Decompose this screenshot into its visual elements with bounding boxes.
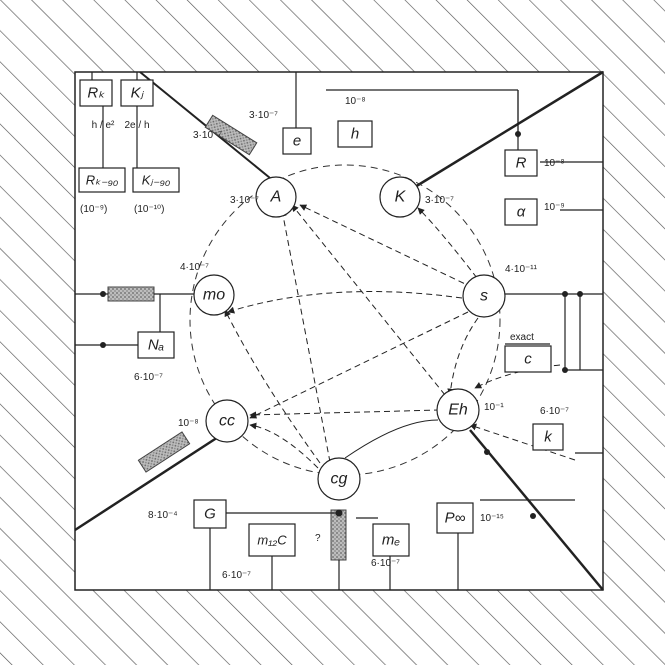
svg-text:R: R xyxy=(516,155,527,172)
arrow-s-cc xyxy=(249,311,469,419)
node-cg-uncertainty: ? xyxy=(315,533,321,544)
node-mo[interactable]: mo 4·10⁻⁷ xyxy=(180,262,235,316)
box-Pinf[interactable]: P∞ 10⁻¹⁵ xyxy=(436,502,504,534)
arrow-cg-mo xyxy=(224,309,321,464)
box-RK90-uncertainty: (10⁻⁹) xyxy=(80,204,107,215)
box-e[interactable]: e 3·10⁻⁷ xyxy=(249,110,312,155)
svg-text:K: K xyxy=(395,189,407,206)
node-s[interactable]: s 4·10⁻¹¹ xyxy=(462,264,538,318)
node-A-uncertainty: 3·10⁻⁷ xyxy=(230,195,259,206)
arrow-s-mo xyxy=(227,291,463,314)
box-me-uncertainty: 6·10⁻⁷ xyxy=(371,558,400,569)
node-Eh[interactable]: Eh 10⁻¹ xyxy=(436,388,504,432)
box-alpha[interactable]: α 10⁻⁹ xyxy=(504,198,565,226)
svg-text:e: e xyxy=(293,133,301,150)
box-c[interactable]: c exact xyxy=(504,332,552,373)
spring-bottom-left xyxy=(137,431,191,473)
box-m12C[interactable]: m₁₂C 6·10⁻⁷ xyxy=(222,523,296,581)
box-KJ90[interactable]: Kⱼ₋₉₀ (10⁻¹⁰) xyxy=(132,167,180,215)
box-e-uncertainty: 3·10⁻⁷ xyxy=(249,110,278,121)
arrow-cg-cc xyxy=(249,422,319,469)
arrow-Eh-A xyxy=(291,204,446,396)
svg-text:α: α xyxy=(517,204,526,221)
diagonal-top-left xyxy=(139,71,271,179)
svg-text:G: G xyxy=(204,506,216,523)
diagonal-top-right xyxy=(409,70,604,192)
arrow-c-Eh xyxy=(474,364,561,389)
svg-text:k: k xyxy=(544,429,553,446)
svg-text:m₁₂C: m₁₂C xyxy=(257,533,287,548)
node-K-uncertainty: 3·10⁻⁷ xyxy=(425,195,454,206)
box-k-uncertainty: 6·10⁻⁷ xyxy=(540,406,569,417)
box-NA-uncertainty: 6·10⁻⁷ xyxy=(134,372,163,383)
svg-text:Eh: Eh xyxy=(448,402,468,419)
box-h-uncertainty: 10⁻⁸ xyxy=(345,96,366,107)
svg-text:Rₖ: Rₖ xyxy=(87,85,105,102)
svg-text:Rₖ₋₉₀: Rₖ₋₉₀ xyxy=(86,173,119,188)
spring-top-left xyxy=(204,114,258,156)
box-me[interactable]: mₑ 6·10⁻⁷ xyxy=(371,523,410,569)
svg-text:c: c xyxy=(524,351,532,368)
kilogram-link-uncertainty: 3·10⁻⁷ xyxy=(193,130,222,141)
svg-text:Nₐ: Nₐ xyxy=(148,337,164,354)
svg-text:s: s xyxy=(480,288,488,305)
box-k[interactable]: k 6·10⁻⁷ xyxy=(532,406,569,451)
box-G-uncertainty: 8·10⁻⁴ xyxy=(148,510,178,521)
spring-bottom xyxy=(330,509,347,561)
arrow-cg-A xyxy=(279,209,331,463)
arrow-cg-Eh xyxy=(344,419,439,459)
node-mo-uncertainty: 4·10⁻⁷ xyxy=(180,262,209,273)
node-K[interactable]: K 3·10⁻⁷ xyxy=(379,176,454,218)
conversion-2e-over-h: 2e / h xyxy=(124,120,149,131)
arrow-Eh-cc xyxy=(249,409,441,419)
box-R-uncertainty: 10⁻⁸ xyxy=(544,158,565,169)
node-s-uncertainty: 4·10⁻¹¹ xyxy=(505,264,538,275)
box-RK[interactable]: Rₖ xyxy=(79,79,113,107)
box-c-note: exact xyxy=(510,332,534,343)
box-R[interactable]: R 10⁻⁸ xyxy=(504,149,565,177)
diagonal-bottom-left xyxy=(74,426,233,532)
svg-text:Kⱼ: Kⱼ xyxy=(131,85,145,102)
node-cc[interactable]: cc 10⁻⁸ xyxy=(178,399,249,443)
box-Pinf-uncertainty: 10⁻¹⁵ xyxy=(480,513,504,524)
arrow-k-Eh xyxy=(469,423,576,461)
svg-text:mₑ: mₑ xyxy=(382,532,400,549)
box-h[interactable]: h 10⁻⁸ xyxy=(337,96,373,148)
arrow-s-K xyxy=(417,207,478,279)
box-NA[interactable]: Nₐ 6·10⁻⁷ xyxy=(134,331,175,383)
svg-text:A: A xyxy=(270,189,282,206)
svg-text:cc: cc xyxy=(219,413,235,430)
svg-text:h: h xyxy=(351,126,359,143)
node-cg[interactable]: cg ? xyxy=(315,457,361,544)
svg-text:cg: cg xyxy=(331,471,348,488)
junction-dots xyxy=(100,131,583,519)
box-KJ90-uncertainty: (10⁻¹⁰) xyxy=(134,204,164,215)
dependency-arrows xyxy=(224,204,576,469)
node-Eh-uncertainty: 10⁻¹ xyxy=(484,402,504,413)
box-RK90[interactable]: Rₖ₋₉₀ (10⁻⁹) xyxy=(78,167,126,215)
box-m12C-uncertainty: 6·10⁻⁷ xyxy=(222,570,251,581)
spring-left xyxy=(107,286,155,302)
box-KJ[interactable]: Kⱼ xyxy=(120,79,154,107)
node-cc-uncertainty: 10⁻⁸ xyxy=(178,418,199,429)
box-connectors xyxy=(75,72,603,590)
arrow-s-Eh xyxy=(447,317,479,396)
box-G[interactable]: G 8·10⁻⁴ xyxy=(148,499,227,529)
diagonal-bottom-right xyxy=(469,429,604,591)
svg-text:P∞: P∞ xyxy=(445,510,466,527)
conversion-h-over-e2: h / e² xyxy=(92,120,115,131)
box-alpha-uncertainty: 10⁻⁹ xyxy=(544,202,565,213)
node-A[interactable]: A 3·10⁻⁷ xyxy=(230,176,297,218)
svg-text:mo: mo xyxy=(203,287,225,304)
svg-text:Kⱼ₋₉₀: Kⱼ₋₉₀ xyxy=(142,173,171,188)
arrow-s-A xyxy=(299,204,483,293)
